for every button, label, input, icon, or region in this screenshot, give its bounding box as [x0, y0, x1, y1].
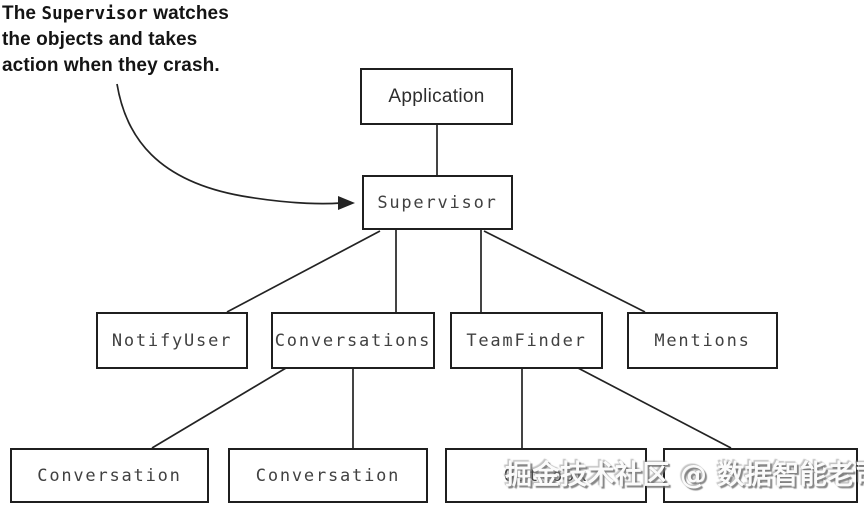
node-mentions: Mentions [627, 312, 778, 369]
edge-teamfinder-obscured [577, 367, 732, 449]
node-obscured-by-watermark [663, 448, 858, 503]
annotation-line1: The Supervisor watches [2, 3, 229, 24]
edge-conversations-conversation1 [151, 367, 287, 449]
node-conversations: Conversations [271, 312, 435, 369]
annotation-line2: the objects and takes [2, 29, 198, 50]
annotation-code-supervisor: Supervisor [41, 4, 148, 24]
node-supervisor: Supervisor [362, 175, 513, 230]
node-notify-user: NotifyUser [96, 312, 248, 369]
annotation-text: The Supervisor watches the objects and t… [2, 1, 282, 79]
node-application: Application [360, 68, 513, 125]
annotation-arrow [116, 83, 342, 205]
node-team-finder: TeamFinder [450, 312, 603, 369]
edge-supervisor-mentions [483, 230, 646, 313]
annotation-line3: action when they crash. [2, 55, 220, 76]
node-outlook-partially-obscured: Outlook [445, 448, 647, 503]
edge-supervisor-notifyuser [226, 230, 381, 313]
annotation-arrowhead-icon [338, 196, 355, 210]
node-conversation-1: Conversation [10, 448, 209, 503]
node-conversation-2: Conversation [228, 448, 428, 503]
